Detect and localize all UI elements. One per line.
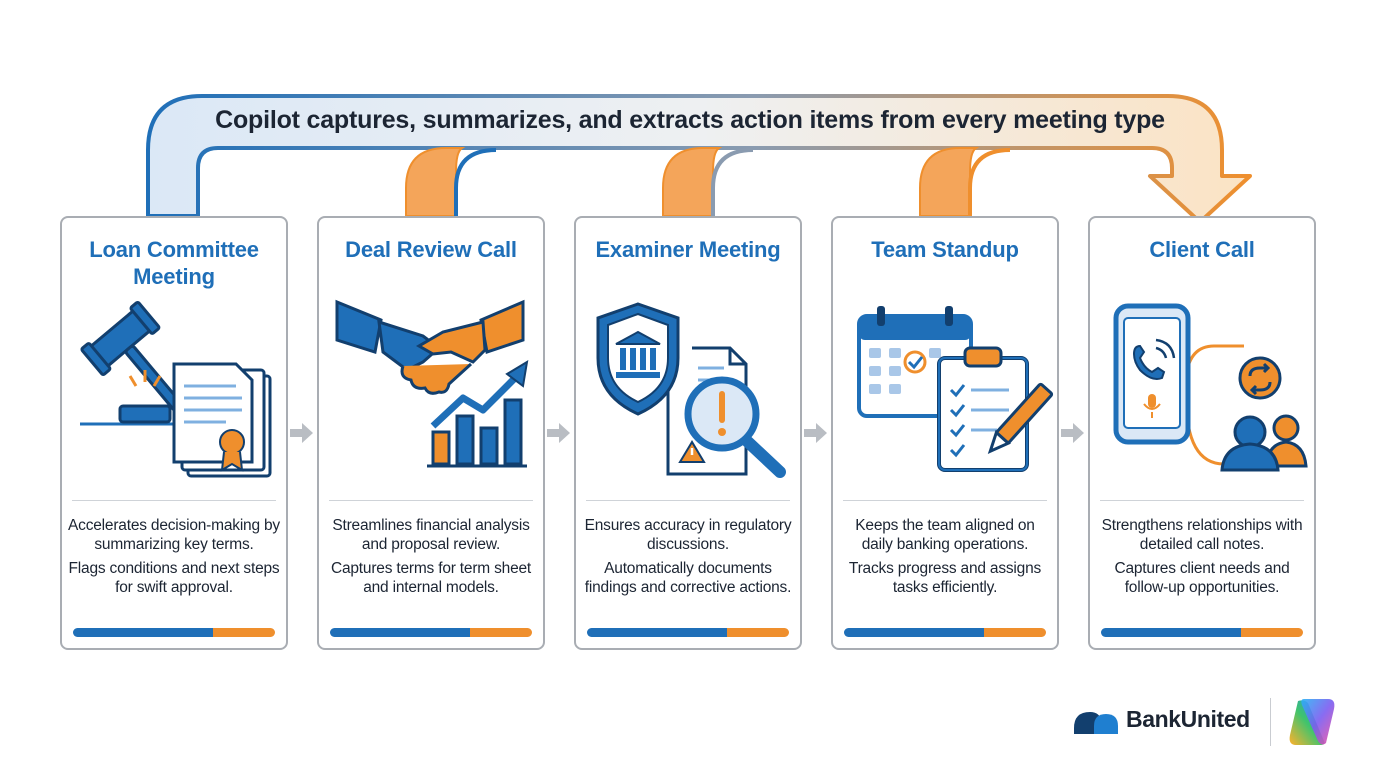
card-team-standup: Team Standup Keeps the team aligned on bbox=[831, 216, 1059, 650]
card-progress-bar bbox=[587, 628, 789, 637]
card-divider bbox=[843, 500, 1047, 501]
card-divider bbox=[72, 500, 276, 501]
card-bar-orange-segment bbox=[1241, 628, 1303, 637]
flow-drop-3 bbox=[662, 147, 754, 217]
company-name: BankUnited bbox=[1126, 706, 1250, 732]
banner-title: Copilot captures, summarizes, and extrac… bbox=[215, 106, 1165, 134]
handshake-and-growth-chart-icon bbox=[335, 299, 529, 468]
arrow-right-icon bbox=[547, 423, 570, 443]
card-bar-blue-segment bbox=[73, 628, 215, 637]
card-description-line: Captures client needs and follow-up oppo… bbox=[1114, 560, 1290, 596]
card-description: Ensures accuracy in regulatory discussio… bbox=[582, 516, 794, 602]
card-bar-orange-segment bbox=[470, 628, 532, 637]
bankunited-logo-icon bbox=[1074, 712, 1118, 734]
card-progress-bar bbox=[844, 628, 1046, 637]
card-description-line: Strengthens relationships with detailed … bbox=[1101, 517, 1303, 553]
card-divider bbox=[1100, 500, 1304, 501]
card-description: Strengthens relationships with detailed … bbox=[1096, 516, 1308, 602]
card-bar-orange-segment bbox=[727, 628, 789, 637]
calendar-clipboard-pencil-icon bbox=[857, 306, 1054, 472]
card-description-line: Streamlines financial analysis and propo… bbox=[332, 517, 530, 553]
card-examiner-meeting: Examiner Meeting Ensures accuracy in reg… bbox=[574, 216, 802, 650]
card-title: Loan Committee Meeting bbox=[89, 237, 259, 289]
card-description-line: Captures terms for term sheet and intern… bbox=[330, 560, 532, 596]
arrow-right-icon bbox=[290, 423, 313, 443]
card-description-line: Tracks progress and assigns tasks effici… bbox=[848, 560, 1042, 596]
card-bar-blue-segment bbox=[844, 628, 986, 637]
card-title: Examiner Meeting bbox=[595, 237, 781, 262]
card-title: Deal Review Call bbox=[345, 237, 517, 262]
arrow-right-icon bbox=[804, 423, 827, 443]
phone-and-people-icon bbox=[1113, 303, 1308, 472]
flow-drop-2 bbox=[405, 147, 497, 217]
card-divider bbox=[329, 500, 533, 501]
card-description-line: Flags conditions and next steps for swif… bbox=[68, 560, 280, 596]
card-bar-blue-segment bbox=[587, 628, 729, 637]
card-description-line: Automatically documents findings and cor… bbox=[584, 560, 792, 596]
card-divider bbox=[586, 500, 790, 501]
card-bar-blue-segment bbox=[1101, 628, 1243, 637]
microsoft-copilot-logo-icon bbox=[1289, 699, 1335, 745]
card-description: Accelerates decision-making by summarizi… bbox=[68, 516, 280, 602]
card-progress-bar bbox=[1101, 628, 1303, 637]
logo-separator bbox=[1270, 698, 1271, 746]
shield-bank-magnifier-icon bbox=[596, 302, 786, 478]
card-bar-blue-segment bbox=[330, 628, 472, 637]
card-description: Keeps the team aligned on daily banking … bbox=[839, 516, 1051, 602]
card-title: Client Call bbox=[1149, 237, 1255, 262]
card-title: Team Standup bbox=[871, 237, 1019, 262]
card-description-line: Keeps the team aligned on daily banking … bbox=[855, 517, 1035, 553]
card-deal-review-call: Deal Review Call Streamlines financial a… bbox=[317, 216, 545, 650]
card-progress-bar bbox=[73, 628, 275, 637]
flow-drop-4 bbox=[919, 147, 1011, 217]
card-bar-orange-segment bbox=[213, 628, 275, 637]
card-client-call: Client Call Strengthens relationships wi… bbox=[1088, 216, 1316, 650]
gavel-and-certificate-icon bbox=[80, 300, 272, 478]
card-description-line: Accelerates decision-making by summarizi… bbox=[68, 517, 280, 553]
card-loan-committee-meeting: Loan Committee Meeting Accelerates decis… bbox=[60, 216, 288, 650]
card-bar-orange-segment bbox=[984, 628, 1046, 637]
arrow-right-icon bbox=[1061, 423, 1084, 443]
card-description: Streamlines financial analysis and propo… bbox=[325, 516, 537, 602]
card-progress-bar bbox=[330, 628, 532, 637]
card-description-line: Ensures accuracy in regulatory discussio… bbox=[584, 517, 792, 553]
